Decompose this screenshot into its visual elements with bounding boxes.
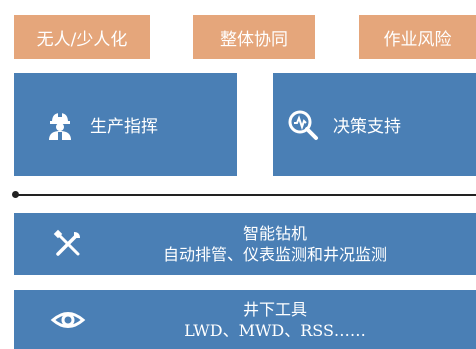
layer-downhole-tools-title: 井下工具 [242,299,307,319]
layer-smart-rig: 智能钻机 自动排管、仪表监测和井况监测 [14,213,476,275]
layer-smart-rig-title: 智能钻机 [242,224,307,243]
divider-line [16,194,476,196]
tag-collaboration: 整体协同 [193,15,315,59]
layer-downhole-tools-subtitle: LWD、MWD、RSS…… [184,320,366,340]
tag-operation-risk: 作业风险 [359,15,476,59]
panel-production-command-label: 生产指挥 [90,117,158,137]
magnifier-chart-icon [287,109,319,141]
eye-icon [50,302,86,338]
layer-smart-rig-subtitle: 自动排管、仪表监测和井况监测 [162,245,387,264]
worker-helmet-icon [44,109,76,141]
panel-production-command: 生产指挥 [14,73,237,176]
layer-downhole-tools-text: 井下工具 LWD、MWD、RSS…… [74,290,476,349]
divider-start-dot [12,191,19,198]
tools-wrench-icon [50,226,86,262]
panel-decision-support-label: 决策支持 [333,117,401,137]
layer-smart-rig-text: 智能钻机 自动排管、仪表监测和井况监测 [74,213,476,275]
tag-unmanned: 无人/少人化 [14,15,150,59]
panel-decision-support: 决策支持 [273,73,476,176]
layer-downhole-tools: 井下工具 LWD、MWD、RSS…… [14,290,476,349]
